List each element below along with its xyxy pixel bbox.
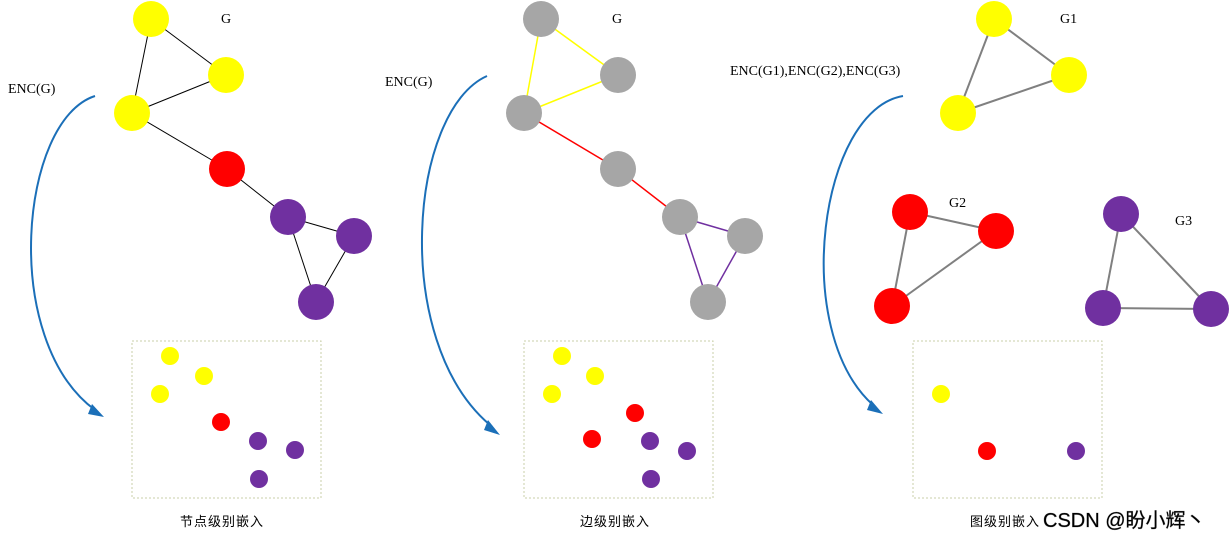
edge-red: [523, 112, 619, 170]
graph-node-gray: [690, 284, 726, 320]
graph-node-red: [209, 151, 245, 187]
embedding-point-red: [978, 442, 996, 460]
edge: [1120, 213, 1212, 310]
encode-arrow: [421, 75, 491, 426]
embedding-point-purple: [1067, 442, 1085, 460]
node-level-graph-edges: [131, 18, 355, 303]
embedding-space-box: [131, 340, 322, 499]
encoder-label: ENC(G1),ENC(G2),ENC(G3): [730, 64, 901, 79]
edge: [131, 112, 228, 170]
graph-node-yellow: [976, 1, 1012, 37]
graph-node-purple: [1193, 291, 1229, 327]
encode-arrow: [822, 95, 904, 406]
panel-caption: 边级别嵌入: [580, 514, 650, 529]
embedding-point-purple: [249, 432, 267, 450]
arrow-head: [484, 420, 500, 435]
graph-level-panel: G1 G2 G3 ENC(G1),ENC(G2),ENC(G3): [730, 1, 1229, 529]
graph-node-red: [892, 194, 928, 230]
graph-label: G: [221, 12, 231, 27]
edge-level-graph-edges: [523, 18, 746, 303]
embedding-point-purple: [678, 442, 696, 460]
graph-g3: G3: [1085, 196, 1229, 327]
graph-node-gray: [662, 199, 698, 235]
graph-label: G2: [949, 196, 966, 211]
graph-node-yellow: [1051, 57, 1087, 93]
embedding-point-yellow: [553, 347, 571, 365]
embedding-point-red: [583, 430, 601, 448]
edge-embedding-points: [543, 347, 696, 488]
embedding-point-purple: [641, 432, 659, 450]
edge-level-graph-nodes: [506, 1, 763, 320]
encoder-label: ENC(G): [385, 75, 433, 90]
graph-g1: G1: [940, 1, 1087, 131]
embedding-point-yellow: [586, 367, 604, 385]
embedding-point-yellow: [161, 347, 179, 365]
embedding-point-red: [212, 413, 230, 431]
encoder-label: ENC(G): [8, 82, 56, 97]
panel-caption: 节点级别嵌入: [180, 514, 264, 529]
graph-node-gray: [523, 1, 559, 37]
graph-node-red: [874, 288, 910, 324]
graph-node-yellow: [133, 1, 169, 37]
graph-node-purple: [1103, 196, 1139, 232]
embedding-point-yellow: [543, 385, 561, 403]
graph-embedding-points: [932, 385, 1085, 460]
embedding-point-red: [626, 404, 644, 422]
graph-node-gray: [506, 95, 542, 131]
embedding-point-purple: [642, 470, 660, 488]
embedding-point-yellow: [195, 367, 213, 385]
graph-node-purple: [336, 218, 372, 254]
graph-node-yellow: [940, 95, 976, 131]
graph-node-red: [978, 213, 1014, 249]
embedding-point-purple: [250, 470, 268, 488]
graph-node-purple: [270, 199, 306, 235]
embedding-space-box: [523, 340, 714, 499]
graph-node-purple: [1085, 290, 1121, 326]
g1-edges: [957, 18, 1070, 114]
graph-node-gray: [600, 151, 636, 187]
arrow-head: [88, 404, 104, 417]
node-level-panel: G ENC(G) 节点级别嵌入: [8, 1, 372, 529]
graph-label: G1: [1060, 12, 1077, 27]
edge: [891, 230, 997, 307]
watermark: CSDN @盼小辉丶: [1043, 509, 1206, 532]
embedding-space-box: [912, 340, 1103, 499]
arrow-head: [867, 400, 883, 414]
embedding-point-yellow: [932, 385, 950, 403]
panel-caption: 图级别嵌入: [970, 514, 1040, 529]
graph-node-purple: [298, 284, 334, 320]
edge: [957, 74, 1070, 114]
embedding-point-yellow: [151, 385, 169, 403]
graph-node-gray: [600, 57, 636, 93]
node-level-graph-nodes: [114, 1, 372, 320]
graph-node-yellow: [114, 95, 150, 131]
graph-label: G3: [1175, 214, 1192, 229]
graph-label: G: [612, 12, 622, 27]
edge-level-panel: G ENC(G) 边级别嵌入: [385, 1, 763, 529]
embedding-point-purple: [286, 441, 304, 459]
edge: [1102, 307, 1212, 310]
encode-arrow: [30, 95, 96, 411]
graph-node-gray: [727, 218, 763, 254]
graph-node-yellow: [208, 57, 244, 93]
graph-g2: G2: [874, 194, 1014, 324]
node-embedding-points: [151, 347, 304, 488]
